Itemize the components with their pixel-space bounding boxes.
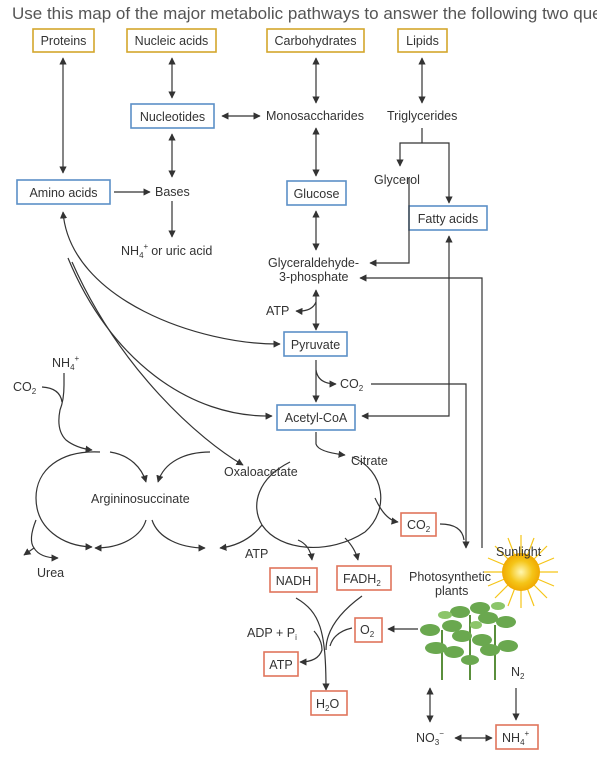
amino-acids-box: Amino acids [16, 179, 111, 205]
acetyl-citrate-arrow [315, 432, 346, 458]
urea-bottom-right-arc [151, 519, 206, 552]
fadh2-label: FADH2 [343, 572, 381, 588]
citrate-label: Citrate [351, 454, 388, 468]
trig-glycerol-arrow [396, 142, 422, 167]
carbohydrates-label: Carbohydrates [275, 34, 357, 48]
krebs-co2-box: CO2 [400, 512, 437, 537]
photosynthetic-line2: plants [435, 584, 468, 598]
adp-pi-label: ADP + Pi [247, 626, 297, 642]
nucleic-acids-label: Nucleic acids [135, 34, 209, 48]
lipids-box: Lipids [397, 28, 448, 53]
sunlight-label: Sunlight [496, 545, 542, 559]
fatty-acetyl-arrow [361, 235, 453, 420]
photosynthetic-line1: Photosynthetic [409, 570, 491, 584]
n2-label: N2 [511, 665, 525, 681]
proteins-box: Proteins [32, 28, 95, 53]
oxaloacetate-label: Oxaloacetate [224, 465, 298, 479]
nucleotides-box: Nucleotides [130, 103, 215, 129]
carbohydrates-box: Carbohydrates [266, 28, 365, 53]
nucleic-acids-box: Nucleic acids [126, 28, 217, 53]
krebs-co2-to-plants [439, 523, 465, 541]
nh4-into-cycle-arrow [58, 373, 93, 453]
g3p-line1: Glyceraldehyde- [268, 256, 359, 270]
plant-nh4-label: NH4+ [502, 729, 530, 747]
co2-into-cycle-line [41, 386, 63, 403]
o2-label: O2 [360, 623, 375, 639]
glycolysis-atp-label: ATP [266, 304, 289, 318]
krebs-atp-arrow [219, 524, 263, 551]
urea-bottom-left-arc [94, 519, 147, 552]
fatty-acids-box: Fatty acids [408, 205, 488, 231]
pyruvate-box: Pyruvate [283, 331, 348, 357]
atp-out-arrow [295, 301, 317, 315]
trig-fatty-arrow [422, 142, 453, 204]
krebs-co2-label: CO2 [407, 518, 431, 534]
plants-icon [420, 602, 518, 680]
krebs-co2-arrow [374, 497, 399, 525]
urea-co2-label: CO2 [13, 380, 37, 396]
h2o-box: H2O [310, 690, 348, 716]
adp-atp-arrow [299, 630, 323, 666]
urea-top-right-arc [156, 451, 211, 483]
glucose-label: Glucose [294, 187, 340, 201]
glycerol-label: Glycerol [374, 173, 420, 187]
amino-pyruvate-arrow [59, 211, 281, 348]
glucose-box: Glucose [286, 180, 347, 206]
fadh2-box: FADH2 [336, 565, 392, 591]
nadh-box: NADH [269, 567, 318, 593]
co2-out-arrow [315, 369, 337, 388]
fatty-acids-label: Fatty acids [418, 212, 478, 226]
argininosuccinate-label: Argininosuccinate [91, 492, 190, 506]
nadh-label: NADH [276, 574, 311, 588]
amino-acids-label: Amino acids [29, 186, 97, 200]
nucleotides-label: Nucleotides [140, 110, 205, 124]
amino-acetylcoa-arrow [67, 257, 273, 420]
lipids-label: Lipids [406, 34, 439, 48]
glycerol-g3p-arrow [369, 178, 410, 267]
bases-label: Bases [155, 185, 190, 199]
etc-atp-box: ATP [263, 651, 299, 677]
pyruvate-co2-label: CO2 [340, 377, 364, 393]
etc-atp-label: ATP [269, 658, 292, 672]
urea-left-loop [35, 451, 101, 551]
o2-in-line [329, 627, 353, 647]
plant-nh4-box: NH4+ [495, 724, 539, 750]
sun-icon [484, 535, 558, 608]
g3p-line2: 3-phosphate [279, 270, 349, 284]
amino-oxaloacetate-arrow [71, 261, 244, 466]
krebs-nadh-arrow [297, 539, 315, 561]
urea-out-arrow [23, 519, 37, 556]
proteins-label: Proteins [41, 34, 87, 48]
triglycerides-label: Triglycerides [387, 109, 457, 123]
krebs-right-arc [351, 456, 382, 533]
krebs-fadh2-arrow [344, 537, 360, 561]
acetyl-coa-box: Acetyl-CoA [276, 404, 356, 431]
urea-label: Urea [37, 566, 64, 580]
plants-g3p-arrow [359, 274, 483, 548]
monosaccharides-label: Monosaccharides [266, 109, 364, 123]
o2-box: O2 [354, 617, 383, 643]
nadh-water-line [295, 597, 330, 691]
fadh2-water-line [325, 595, 363, 651]
question-instruction: Use this map of the major metabolic path… [12, 4, 597, 23]
urea-product-arrow [33, 547, 59, 562]
pyruvate-label: Pyruvate [291, 338, 340, 352]
h2o-label: H2O [316, 697, 339, 713]
urea-top-left-arc [109, 451, 148, 483]
krebs-atp-label: ATP [245, 547, 268, 561]
acetyl-coa-label: Acetyl-CoA [285, 411, 348, 425]
bases-nh4-product: NH4+or uric acid [121, 242, 212, 260]
urea-nh4-label: NH4+ [52, 354, 80, 372]
no3-label: NO3− [416, 729, 444, 747]
